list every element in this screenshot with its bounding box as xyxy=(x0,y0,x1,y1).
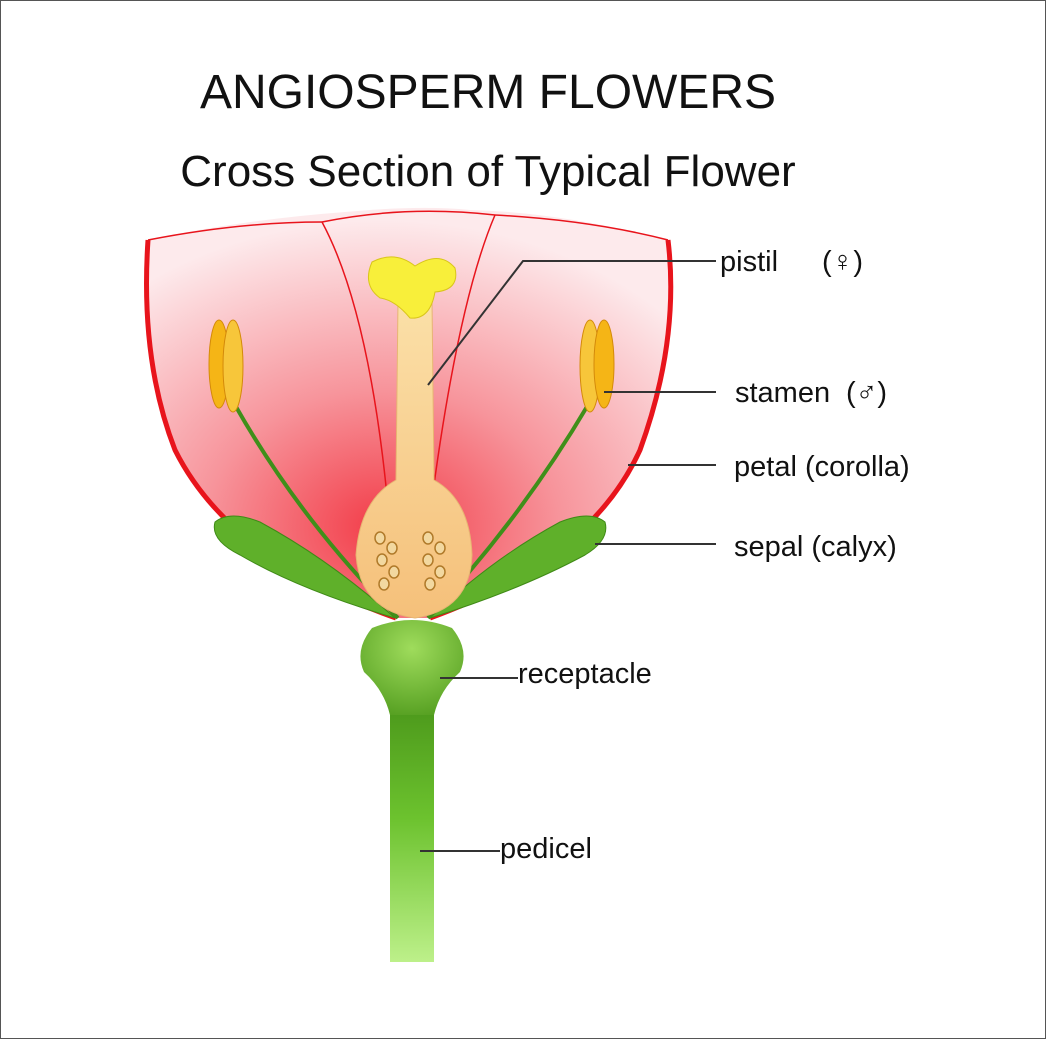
anther-right-b xyxy=(594,320,614,408)
label-stamen: stamen xyxy=(735,377,830,409)
label-sepal: sepal (calyx) xyxy=(734,531,897,563)
label-stamen-symbol: (♂) xyxy=(846,377,887,409)
title: ANGIOSPERM FLOWERS xyxy=(200,66,776,119)
stem-group xyxy=(360,620,463,962)
receptacle-shape xyxy=(360,620,463,715)
label-pistil-symbol: (♀) xyxy=(822,246,863,278)
label-pistil: pistil xyxy=(720,246,778,278)
label-receptacle: receptacle xyxy=(518,658,652,690)
pedicel-stem xyxy=(390,700,434,962)
label-pedicel: pedicel xyxy=(500,833,592,865)
label-petal: petal (corolla) xyxy=(734,451,910,483)
subtitle: Cross Section of Typical Flower xyxy=(180,147,795,196)
anther-left-b xyxy=(223,320,243,412)
